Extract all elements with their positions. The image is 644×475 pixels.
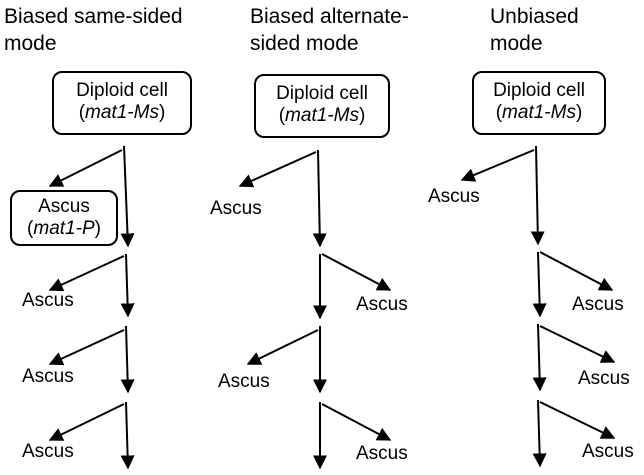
col1-diagonal-arrow-1 bbox=[48, 149, 123, 187]
col1-title-line1: Biased same-sided bbox=[4, 5, 183, 28]
col1-ascus-mat1p-box: Ascus (mat1-P) bbox=[10, 190, 118, 246]
col2-ascus-label-1: Ascus bbox=[210, 198, 262, 219]
col3-title-line1: Unbiased bbox=[490, 5, 579, 28]
col1-ascus-box-genotype: (mat1-P) bbox=[27, 218, 101, 239]
col2-diagonal-arrow-1 bbox=[238, 151, 317, 188]
col1-diagonal-arrow-2 bbox=[48, 255, 125, 292]
col1-title-line2: mode bbox=[4, 32, 57, 55]
col1-diploid-genotype: (mat1-Ms) bbox=[78, 102, 166, 123]
col3-diploid-cell-box: Diploid cell (mat1-Ms) bbox=[472, 71, 606, 135]
col3-diagonal-arrow-4 bbox=[539, 401, 616, 439]
col3-vertical-arrow-3 bbox=[532, 323, 547, 392]
col2-genotype-italic: mat1-Ms bbox=[285, 105, 359, 126]
col1-ascus-genotype-italic: mat1-P bbox=[33, 218, 95, 239]
col3-vertical-arrow-2 bbox=[532, 251, 547, 318]
col1-diagonal-arrow-4 bbox=[48, 403, 125, 441]
col2-diploid-cell-label: Diploid cell bbox=[276, 83, 368, 104]
col3-diploid-cell-label: Diploid cell bbox=[493, 80, 585, 101]
col1-diagonal-arrow-3 bbox=[48, 329, 125, 366]
col1-ascus-label-2: Ascus bbox=[22, 366, 74, 387]
col3-diploid-genotype: (mat1-Ms) bbox=[495, 102, 583, 123]
col3-ascus-label-2: Ascus bbox=[572, 294, 624, 315]
col2-title-line2: sided mode bbox=[250, 32, 359, 55]
col3-title-line2: mode bbox=[490, 32, 543, 55]
col3-ascus-label-4: Ascus bbox=[582, 441, 634, 462]
col2-diagonal-arrow-3 bbox=[246, 329, 319, 365]
col3-diagonal-arrow-2 bbox=[539, 251, 614, 291]
col1-ascus-box-label: Ascus bbox=[38, 196, 90, 217]
col1-ascus-label-1: Ascus bbox=[22, 290, 74, 311]
col3-ascus-label-3: Ascus bbox=[578, 368, 630, 389]
col2-diploid-cell-box: Diploid cell (mat1-Ms) bbox=[254, 74, 390, 138]
col3-genotype-italic: mat1-Ms bbox=[502, 102, 576, 123]
col1-ascus-label-3: Ascus bbox=[22, 441, 74, 462]
col2-diagonal-arrow-2 bbox=[321, 253, 392, 291]
col2-diploid-genotype: (mat1-Ms) bbox=[278, 105, 366, 126]
col1-vertical-arrow-4 bbox=[120, 401, 135, 470]
col2-diagonal-arrow-4 bbox=[321, 403, 392, 441]
col1-diploid-cell-box: Diploid cell (mat1-Ms) bbox=[52, 71, 192, 135]
col2-title-line1: Biased alternate- bbox=[250, 5, 409, 28]
col1-diploid-cell-label: Diploid cell bbox=[76, 80, 168, 101]
col1-vertical-arrow-3 bbox=[120, 325, 135, 394]
col2-ascus-label-2: Ascus bbox=[356, 294, 408, 315]
col2-vertical-arrow-1 bbox=[312, 149, 327, 248]
col2-ascus-label-3: Ascus bbox=[218, 371, 270, 392]
col1-vertical-arrow-2 bbox=[120, 253, 135, 318]
col3-diagonal-arrow-1 bbox=[460, 149, 535, 182]
col1-genotype-italic: mat1-Ms bbox=[85, 102, 159, 123]
col1-vertical-arrow-1 bbox=[120, 145, 135, 248]
col3-diagonal-arrow-3 bbox=[539, 325, 616, 363]
col3-ascus-label-1: Ascus bbox=[428, 186, 480, 207]
col3-vertical-arrow-4 bbox=[532, 399, 547, 468]
col3-vertical-arrow-1 bbox=[530, 145, 545, 246]
col2-ascus-label-4: Ascus bbox=[356, 443, 408, 464]
